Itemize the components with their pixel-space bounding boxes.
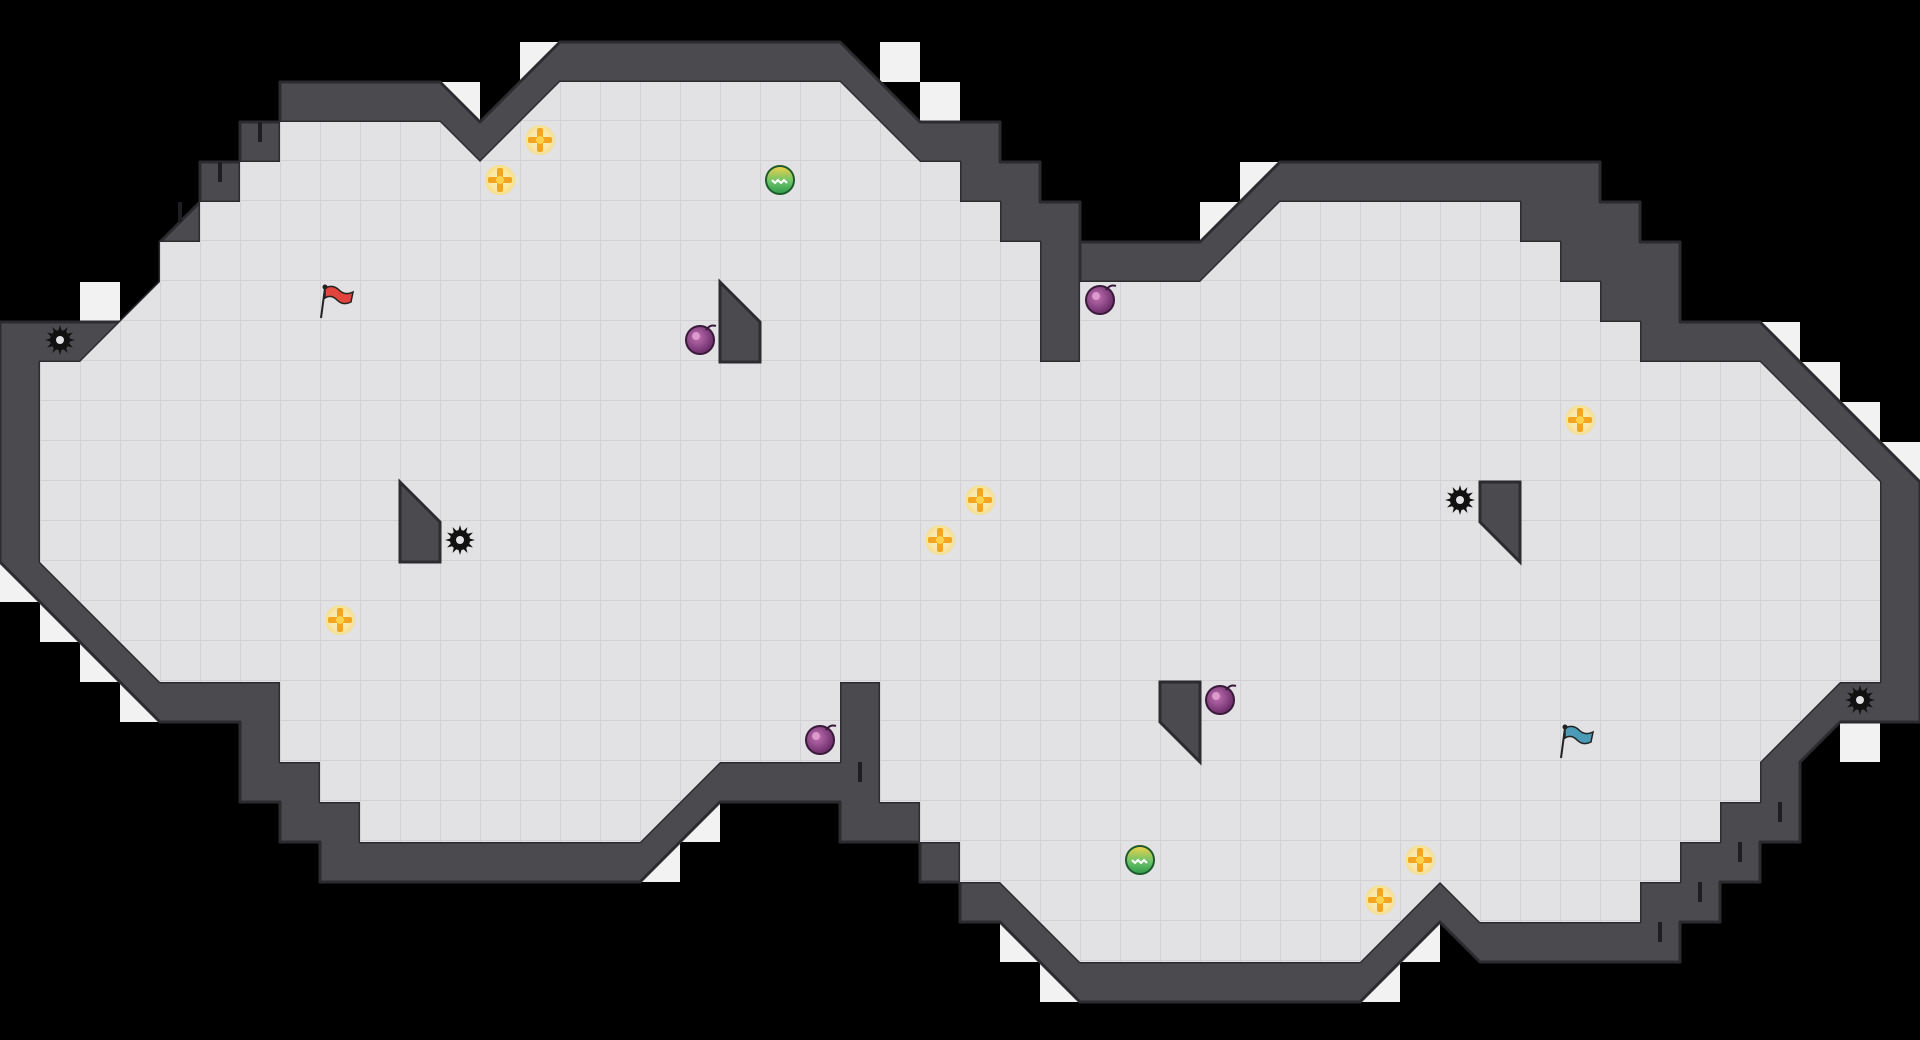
wall-notch [258, 122, 262, 142]
spike-icon [45, 325, 75, 355]
bomb-icon [685, 324, 717, 355]
wall-block [1158, 680, 1202, 766]
shade-tile [920, 82, 960, 122]
obstacles [398, 278, 1522, 766]
map-objects [45, 125, 1875, 915]
bomb-icon [1205, 684, 1237, 715]
boost-icon [1365, 885, 1395, 915]
floor [40, 82, 1880, 962]
wall-notch [1738, 842, 1742, 862]
spike-icon [1445, 485, 1475, 515]
boost-icon [925, 525, 955, 555]
shade-tile [80, 282, 120, 322]
bomb-icon [1085, 284, 1117, 315]
boost-icon [1405, 845, 1435, 875]
boost-icon [525, 125, 555, 155]
wall-notch [178, 202, 182, 222]
spike-icon [1845, 685, 1875, 715]
wall-notch [1698, 882, 1702, 902]
blue-flag-icon [1560, 724, 1595, 759]
shade-tile [1840, 722, 1880, 762]
wall-notch [1658, 922, 1662, 942]
red-flag-icon [320, 284, 355, 319]
shade-tile [880, 42, 920, 82]
spike-icon [445, 525, 475, 555]
wall-notch [218, 162, 222, 182]
boost-icon [325, 605, 355, 635]
wall-details [178, 122, 1782, 942]
powerup-icon [765, 165, 795, 195]
wall-block [1478, 480, 1522, 566]
boost-icon [1565, 405, 1595, 435]
powerup-icon [1125, 845, 1155, 875]
wall-notch [1778, 802, 1782, 822]
boost-icon [965, 485, 995, 515]
wall-block [718, 278, 762, 364]
boost-icon [485, 165, 515, 195]
wall-block [398, 478, 442, 564]
floor-tiles [40, 82, 1880, 962]
wall-notch [858, 762, 862, 782]
bomb-icon [805, 724, 837, 755]
